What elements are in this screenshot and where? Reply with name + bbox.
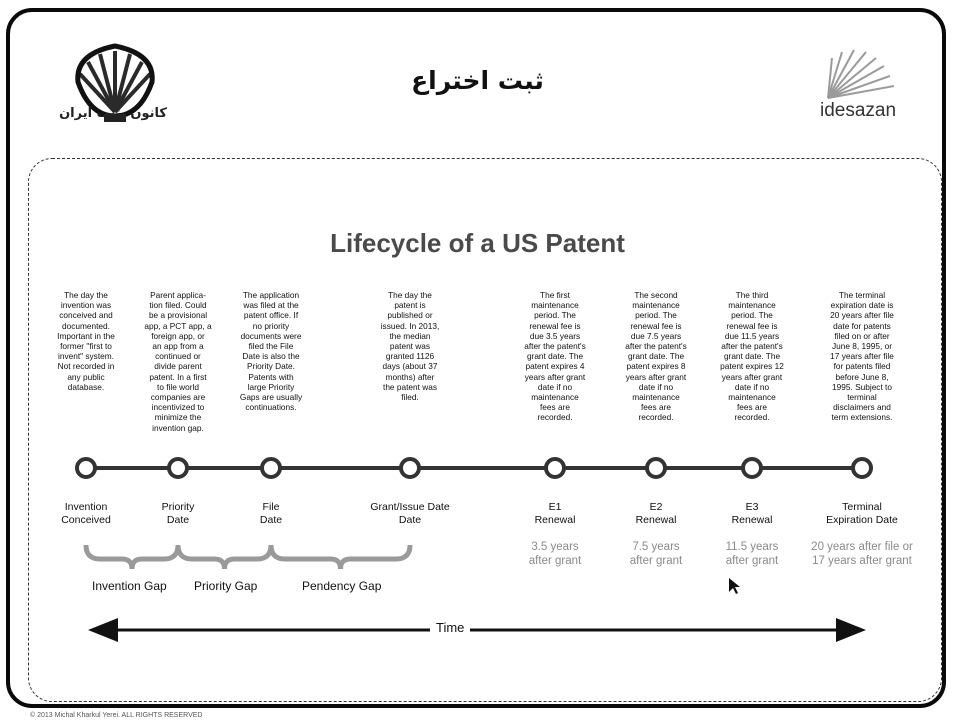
diagram-title: Lifecycle of a US Patent	[330, 228, 625, 258]
milestone-duration: 11.5 years after grant	[725, 541, 779, 567]
priority-gap-label: Priority Gap	[194, 579, 258, 593]
milestone-description: The third maintenance period. The renewa…	[720, 290, 784, 423]
shell-logo-icon	[75, 43, 155, 122]
gap-brace	[268, 544, 413, 570]
milestone-label: Grant/Issue Date Date	[370, 501, 450, 526]
milestone-description: The first maintenance period. The renewa…	[524, 290, 586, 423]
milestone-duration: 20 years after file or 17 years after gr…	[811, 541, 913, 567]
timeline-node	[645, 457, 667, 479]
milestone-label: Invention Conceived	[61, 501, 111, 526]
timeline-node	[260, 457, 282, 479]
mouse-cursor-icon	[729, 578, 740, 594]
milestone-duration: 3.5 years after grant	[528, 541, 582, 567]
timeline-node	[851, 457, 873, 479]
milestone-description: The terminal expiration date is 20 years…	[830, 290, 894, 423]
page-title: ثبت اختراع	[411, 66, 544, 95]
milestone-label: E1 Renewal	[534, 501, 576, 526]
gap-brace	[175, 544, 274, 570]
pendency-gap-label: Pendency Gap	[302, 579, 382, 593]
timeline-node	[544, 457, 566, 479]
milestone-description: The application was filed at the patent …	[239, 290, 303, 413]
slide-frame	[6, 8, 946, 708]
timeline-node	[741, 457, 763, 479]
timeline-node	[75, 457, 97, 479]
milestone-label: Priority Date	[161, 501, 195, 526]
idesazan-logo-icon	[827, 49, 895, 99]
timeline-node	[167, 457, 189, 479]
milestone-label: Terminal Expiration Date	[826, 501, 898, 526]
content-dashed-border	[28, 158, 942, 702]
arrow-right-icon	[836, 618, 866, 642]
milestone-label: File Date	[259, 501, 283, 526]
time-axis-label: Time	[430, 620, 471, 635]
left-logo-text: کانون پتنت ایران	[59, 106, 167, 121]
arrow-left-icon	[88, 618, 118, 642]
right-logo-text: idesazan	[820, 100, 897, 121]
invention-gap-label: Invention Gap	[92, 579, 167, 593]
milestone-description: The day the patent is published or issue…	[380, 290, 440, 403]
milestone-description: Parent applica- tion filed. Could be a p…	[144, 290, 212, 433]
milestone-label: E2 Renewal	[635, 501, 677, 526]
gap-brace	[83, 544, 181, 570]
milestone-description: The day the invention was conceived and …	[57, 290, 115, 392]
copyright-footer: © 2013 Michal Kharkul Yerei. ALL RIGHTS …	[30, 712, 203, 719]
milestone-label: E3 Renewal	[731, 501, 773, 526]
timeline-node	[399, 457, 421, 479]
milestone-description: The second maintenance period. The renew…	[625, 290, 687, 423]
milestone-duration: 7.5 years after grant	[629, 541, 683, 567]
